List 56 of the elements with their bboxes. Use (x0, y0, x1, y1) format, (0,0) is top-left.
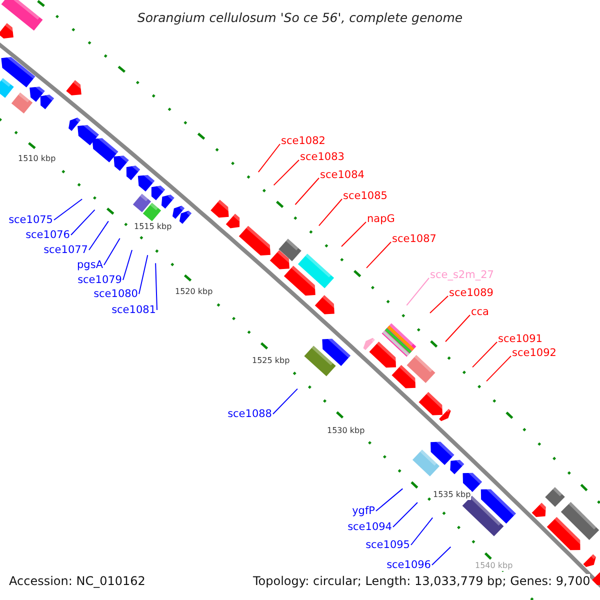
gene-label: sce1080 (94, 288, 138, 300)
info-text: Topology: circular; Length: 13,033,779 bp; Genes: 9,700 (253, 574, 590, 589)
gene-label: pgsA (77, 259, 103, 271)
leader-line (410, 517, 434, 546)
position-label: 1525 kbp (252, 356, 290, 366)
leader-line (138, 254, 148, 294)
gene-label: ygfP (352, 505, 375, 517)
gene-label: napG (367, 213, 395, 225)
gene-label: sce1092 (512, 347, 556, 359)
gene-label: sce1077 (44, 244, 88, 256)
gene-label: sce1075 (8, 214, 53, 226)
title: Sorangium cellulosum 'So ce 56', complete genome (136, 10, 464, 25)
gene-label: sce1083 (300, 151, 344, 163)
leader-line (70, 209, 96, 236)
leader-line (88, 220, 109, 250)
position-label: 1510 kbp (18, 154, 56, 164)
leader-line (122, 250, 132, 280)
leader-line (430, 296, 448, 314)
leader-line (406, 278, 430, 306)
leader-line (445, 314, 470, 342)
position-label: 1515 kbp (134, 222, 172, 232)
leader-line (366, 242, 392, 268)
gene-label: sce1091 (498, 333, 542, 345)
leader-line (486, 356, 512, 382)
leader-line (432, 546, 452, 566)
gene-label: cca (471, 306, 489, 318)
position-label: 1535 kbp (433, 490, 471, 500)
leader-line (472, 342, 498, 368)
leader-line (258, 144, 280, 173)
leader-line (392, 502, 418, 528)
gene-label: sce1089 (449, 287, 494, 299)
leader-line (341, 222, 366, 247)
gene-label: sce1084 (320, 169, 364, 181)
position-label: 1530 kbp (327, 426, 365, 436)
gene-label: sce1079 (78, 274, 122, 286)
gene-label: sce1088 (228, 408, 272, 420)
position-label: 1520 kbp (175, 287, 213, 297)
leader-line (54, 198, 83, 220)
position-label: 1540 kbp (475, 561, 513, 571)
leader-line (155, 262, 158, 310)
leader-line (294, 178, 320, 206)
leader-line (104, 238, 120, 266)
leader-line (272, 388, 298, 414)
gene-label: sce1085 (343, 190, 388, 202)
gene-label: sce1095 (366, 539, 410, 551)
gene-label: sce1087 (392, 233, 436, 245)
gene-label: sce1094 (348, 521, 392, 533)
gene-label: sce1082 (281, 135, 326, 147)
leader-line (273, 160, 300, 186)
gene-label: sce_s2m_27 (430, 269, 494, 281)
gene-label: sce1096 (386, 559, 431, 571)
gene-label: sce1081 (112, 304, 156, 316)
gene-label: sce1076 (26, 229, 70, 241)
leader-line (376, 488, 404, 512)
leader-line (318, 198, 342, 226)
info-text: Accession: NC_010162 (9, 574, 146, 589)
